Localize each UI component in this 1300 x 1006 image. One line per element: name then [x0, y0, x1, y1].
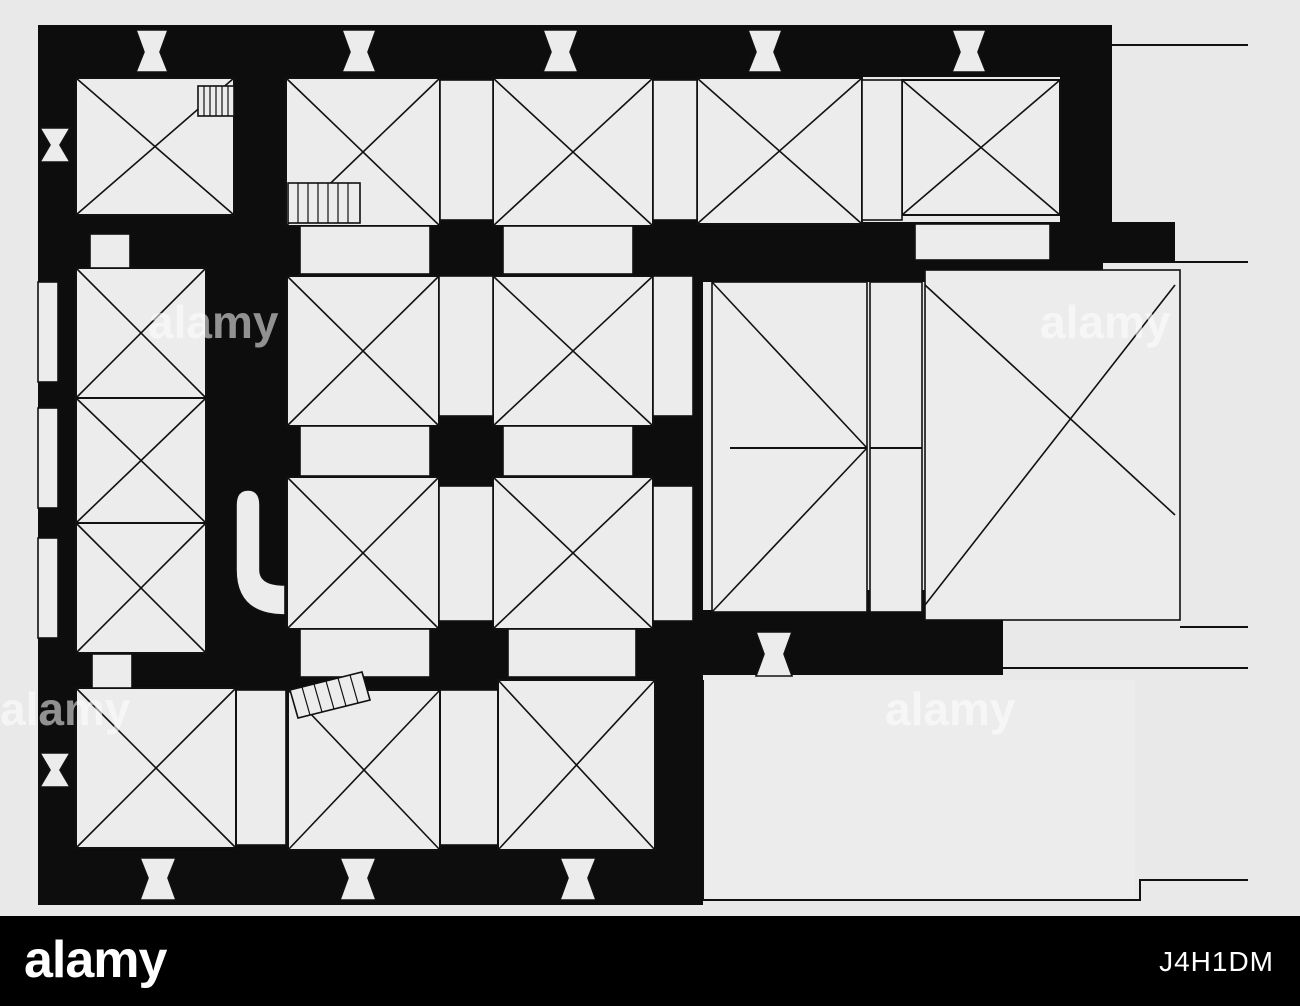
image-id-label: J4H1DM [1159, 946, 1274, 977]
alamy-logo: alamy [24, 931, 167, 989]
svg-text:alamy: alamy [148, 296, 279, 348]
stock-footer-bar: alamy J4H1DM [0, 916, 1300, 1006]
floor-plan-svg: alamy alamy alamy alamy [0, 25, 1248, 905]
stairs [197, 85, 371, 719]
window-openings [37, 29, 988, 901]
svg-text:alamy: alamy [0, 683, 131, 735]
vaulted-bays [75, 77, 1176, 898]
svg-text:alamy: alamy [1040, 296, 1171, 348]
svg-text:alamy: alamy [885, 683, 1016, 735]
watermark: alamy alamy alamy alamy [0, 296, 1171, 735]
